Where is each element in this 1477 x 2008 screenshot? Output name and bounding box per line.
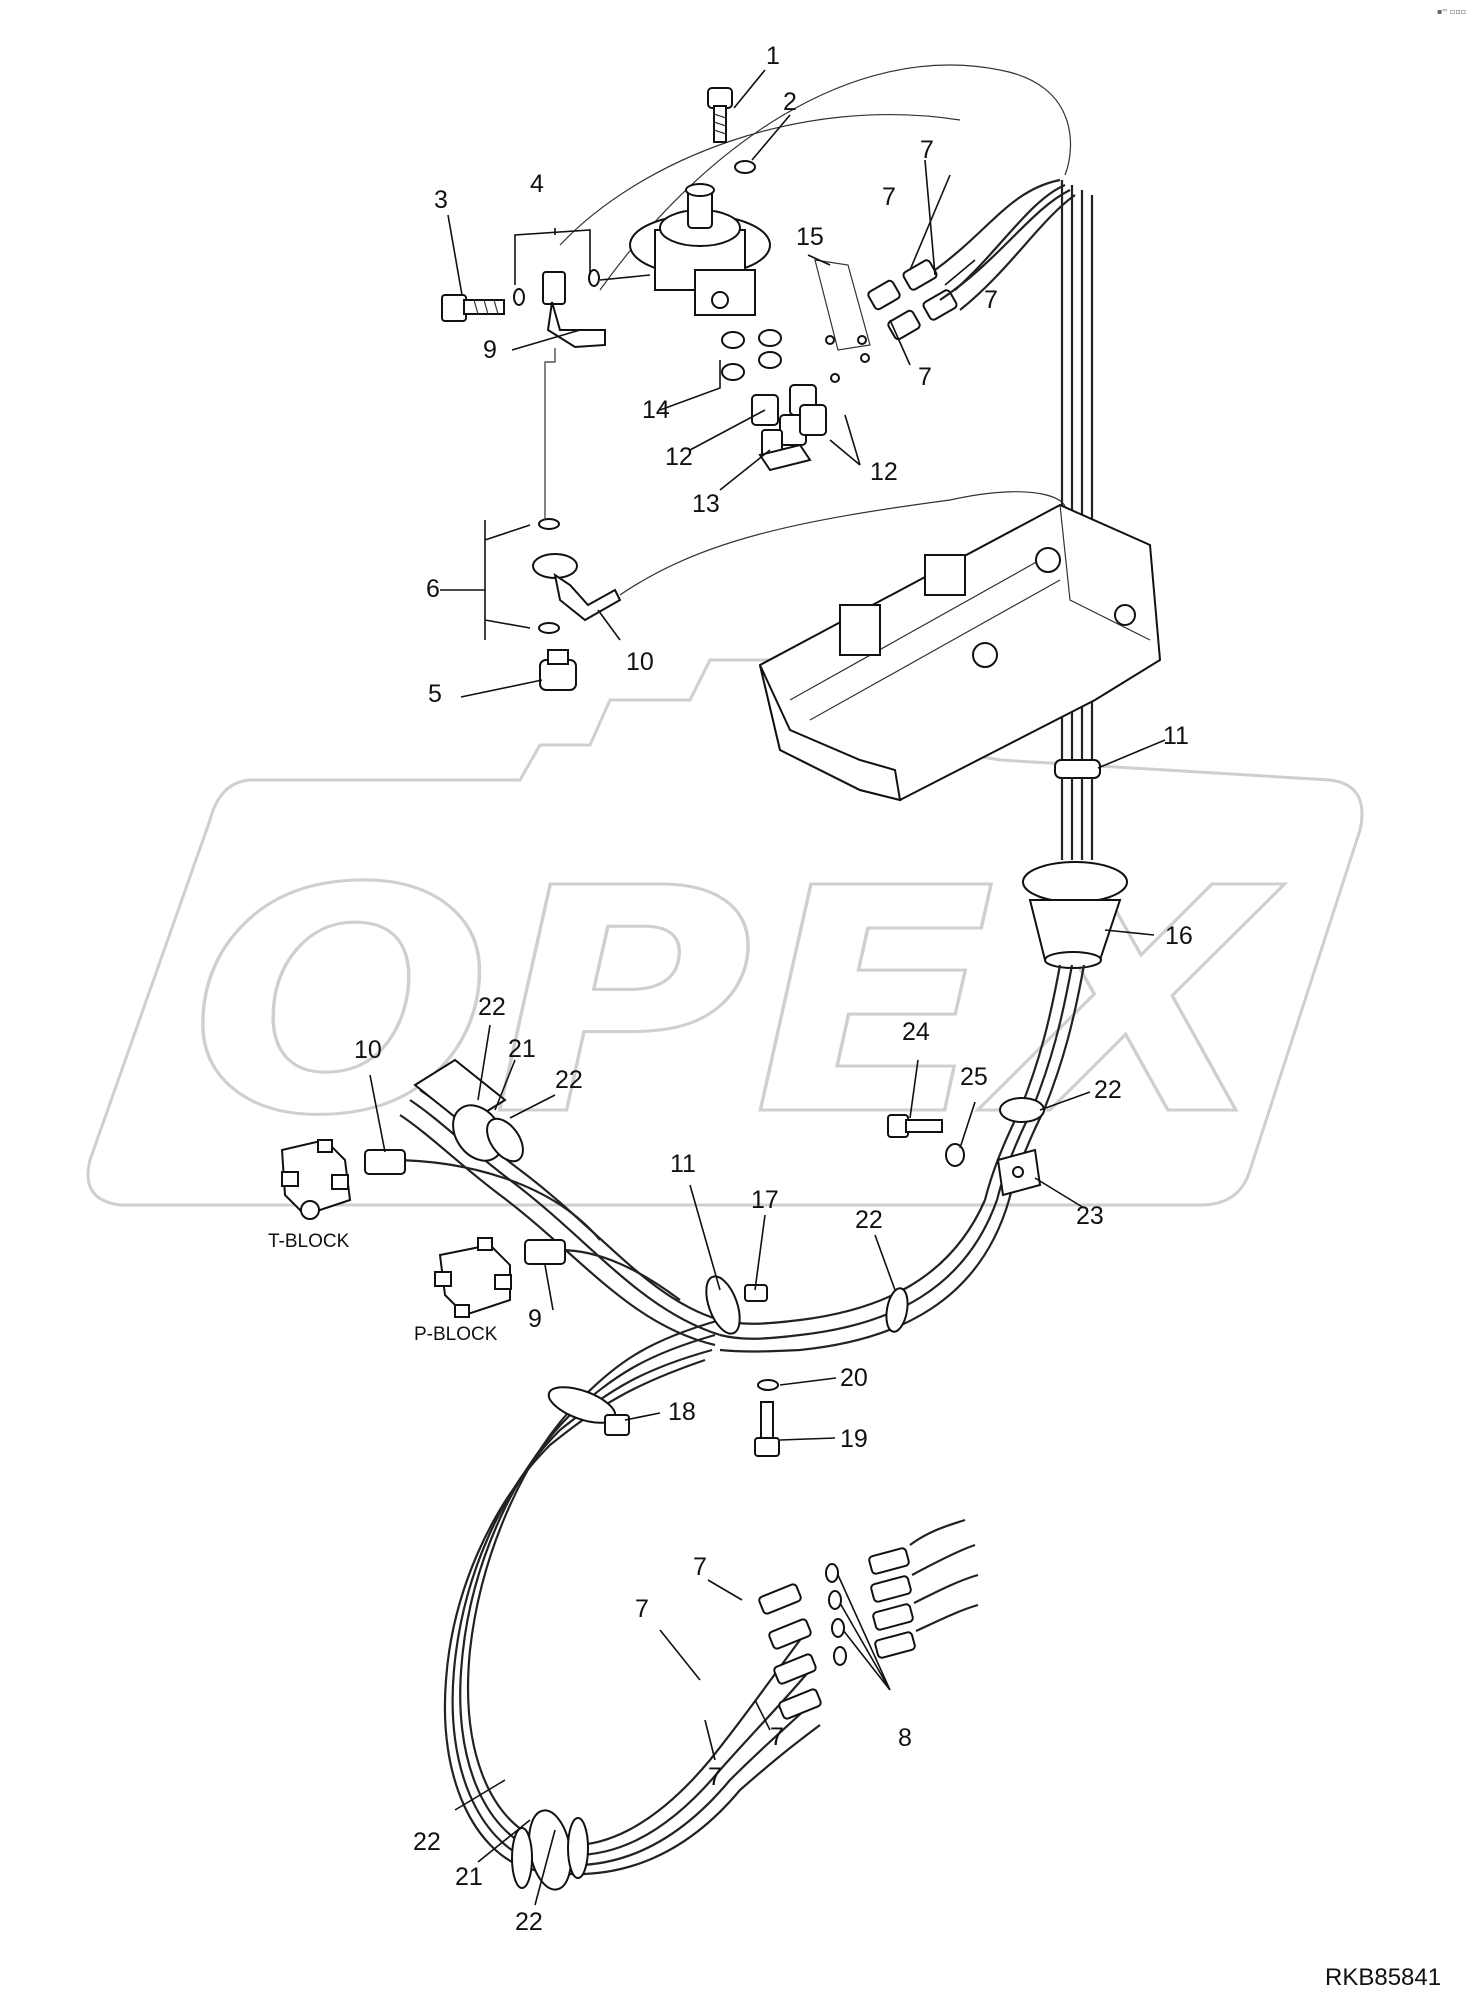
lower-harness bbox=[280, 964, 1086, 1891]
clamp-18 bbox=[604, 1414, 630, 1436]
hose-fittings-7-top bbox=[867, 178, 1076, 341]
pilot-valve bbox=[629, 183, 771, 316]
washer-20 bbox=[757, 1379, 779, 1391]
callout-10a: 10 bbox=[626, 648, 654, 676]
hose-loop-upper-2 bbox=[559, 114, 961, 246]
callout-23: 23 bbox=[1076, 1202, 1104, 1230]
plug-5 bbox=[539, 649, 577, 691]
bolt-1 bbox=[707, 87, 733, 143]
callout-19: 19 bbox=[840, 1425, 868, 1453]
hose-loop-upper bbox=[599, 64, 1072, 291]
clamp-11-lower bbox=[705, 1275, 741, 1335]
callout-17: 17 bbox=[751, 1186, 779, 1214]
hose-loop-middle bbox=[619, 491, 1067, 596]
callout-18: 18 bbox=[668, 1398, 696, 1426]
bolt-19 bbox=[754, 1401, 780, 1457]
callout-16: 16 bbox=[1165, 922, 1193, 950]
fittings-14 bbox=[721, 329, 782, 381]
hose-ends-right bbox=[868, 1518, 979, 1659]
callout-1: 1 bbox=[766, 42, 780, 70]
callout-8: 8 bbox=[898, 1724, 912, 1752]
callout-21a: 21 bbox=[508, 1035, 536, 1063]
t-block bbox=[280, 1138, 352, 1220]
callout-22d: 22 bbox=[855, 1206, 883, 1234]
callout-12a: 12 bbox=[665, 443, 693, 471]
callout-2: 2 bbox=[783, 88, 797, 116]
adapter-6 bbox=[532, 553, 622, 622]
washer-2 bbox=[734, 160, 756, 174]
callout-7c: 7 bbox=[984, 286, 998, 314]
callout-7h: 7 bbox=[708, 1763, 722, 1791]
callout-6: 6 bbox=[426, 575, 440, 603]
band-22-upper bbox=[486, 1117, 524, 1163]
hose-fittings-7-lower bbox=[758, 1583, 822, 1720]
callout-22f: 22 bbox=[515, 1908, 543, 1936]
band-22-clamp bbox=[999, 1097, 1045, 1123]
callout-12b: 12 bbox=[870, 458, 898, 486]
grommet-16 bbox=[1022, 778, 1128, 969]
callout-10b: 10 bbox=[354, 1036, 382, 1064]
callout-3: 3 bbox=[434, 186, 448, 214]
upper-assembly bbox=[441, 64, 1162, 969]
band-22-lower-b bbox=[567, 1817, 589, 1879]
band-22-lower-a bbox=[511, 1827, 533, 1889]
callout-7g: 7 bbox=[770, 1723, 784, 1751]
callout-9a: 9 bbox=[483, 336, 497, 364]
p-block bbox=[434, 1237, 512, 1318]
corner-mark: ▪ᵐ ▫▫▫ bbox=[1437, 7, 1466, 16]
callout-9b: 9 bbox=[528, 1305, 542, 1333]
oring-4a bbox=[513, 288, 525, 306]
callout-14: 14 bbox=[642, 396, 670, 424]
p-block-label: P-BLOCK bbox=[414, 1324, 498, 1345]
callout-7f: 7 bbox=[635, 1595, 649, 1623]
callout-4: 4 bbox=[530, 170, 544, 198]
fittings-12-13 bbox=[751, 384, 827, 472]
callout-24: 24 bbox=[902, 1018, 930, 1046]
drawing-number: RKB85841 bbox=[1325, 1964, 1441, 1991]
callout-7b: 7 bbox=[882, 183, 896, 211]
callout-7a: 7 bbox=[920, 136, 934, 164]
callout-25: 25 bbox=[960, 1063, 988, 1091]
washer-25 bbox=[945, 1143, 965, 1167]
callout-11a: 11 bbox=[1163, 722, 1189, 750]
callout-7e: 7 bbox=[693, 1553, 707, 1581]
bracket-15 bbox=[814, 259, 871, 383]
callout-11b: 11 bbox=[670, 1150, 696, 1178]
bolt-3 bbox=[441, 294, 505, 322]
clamp-11-upper bbox=[1054, 759, 1101, 779]
callout-5: 5 bbox=[428, 680, 442, 708]
callout-22e: 22 bbox=[413, 1828, 441, 1856]
orings-8 bbox=[825, 1563, 847, 1666]
callout-7d: 7 bbox=[918, 363, 932, 391]
callout-13: 13 bbox=[692, 490, 720, 518]
callout-21b: 21 bbox=[455, 1863, 483, 1891]
callout-labels: 1 2 3 4 5 6 7 7 7 7 7 7 7 7 8 9 9 10 10 … bbox=[268, 42, 1441, 1991]
callout-20: 20 bbox=[840, 1364, 868, 1392]
callout-22b: 22 bbox=[555, 1066, 583, 1094]
oring-6b bbox=[538, 622, 560, 634]
callout-15: 15 bbox=[796, 223, 824, 251]
callout-22a: 22 bbox=[478, 993, 506, 1021]
hose-end-9 bbox=[524, 1239, 566, 1265]
t-block-label: T-BLOCK bbox=[268, 1231, 350, 1252]
oring-6a bbox=[538, 518, 560, 530]
hose-end-10 bbox=[364, 1149, 406, 1175]
oring-4b bbox=[588, 269, 600, 287]
control-console bbox=[758, 503, 1162, 802]
line-14-to-6 bbox=[544, 348, 556, 520]
band-22-right bbox=[885, 1287, 909, 1333]
bolt-24 bbox=[887, 1114, 943, 1138]
leader-lines bbox=[369, 69, 1166, 1906]
callout-22c: 22 bbox=[1094, 1076, 1122, 1104]
